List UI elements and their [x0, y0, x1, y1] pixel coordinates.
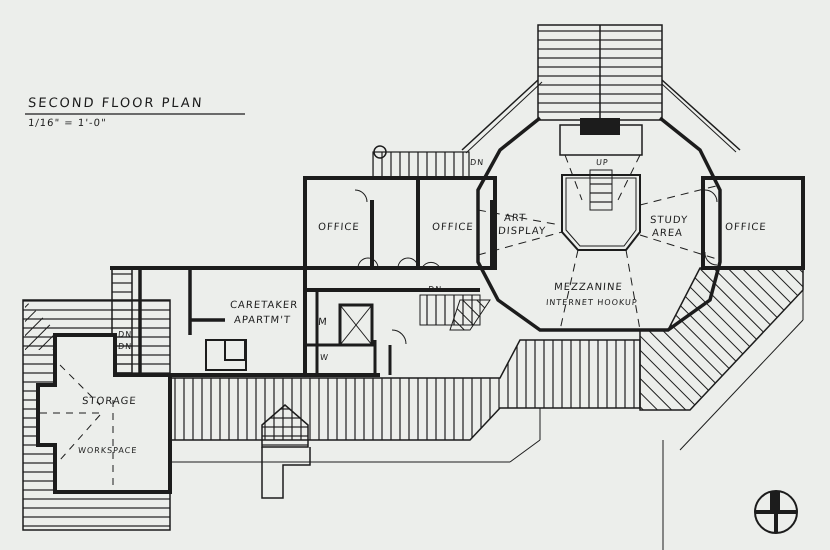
- room-label-study: STUDY: [649, 215, 689, 226]
- room-label-m: M: [317, 317, 329, 328]
- room-label-art: ART: [503, 213, 527, 224]
- room-label-workspace: WORKSPACE: [77, 446, 138, 455]
- room-label-internet: INTERNET HOOKUP: [545, 298, 638, 307]
- room-label-office-2: OFFICE: [431, 222, 475, 233]
- mid-stair: [419, 294, 491, 331]
- stair-up: UP: [595, 158, 610, 167]
- room-label-w: W: [319, 353, 330, 362]
- drawing-scale: 1/16" = 1'-0": [27, 118, 107, 129]
- north-roof: [461, 24, 741, 154]
- top-stair: [372, 145, 470, 178]
- stair-dn-top: DN: [469, 158, 485, 167]
- room-label-area: AREA: [651, 228, 684, 239]
- storage-wing: [22, 299, 172, 531]
- drawing-title: SECOND FLOOR PLAN: [27, 96, 205, 111]
- east-roof: [639, 267, 804, 550]
- south-roof: [169, 339, 641, 463]
- room-label-office-1: OFFICE: [317, 222, 361, 233]
- room-label-apartment: APARTM'T: [233, 315, 292, 326]
- room-label-mezzanine: MEZZANINE: [553, 282, 624, 293]
- dormer: [261, 404, 311, 499]
- octagon-hall: [476, 116, 722, 332]
- room-label-display: DISPLAY: [497, 226, 547, 237]
- room-label-caretaker: CARETAKER: [229, 300, 299, 311]
- stair-dn-mid: DN: [427, 285, 443, 294]
- stair-dn-left-1: DN: [117, 330, 133, 339]
- room-label-storage: STORAGE: [81, 396, 137, 407]
- office-block-walls: [303, 176, 497, 270]
- north-arrow-icon: [754, 490, 798, 534]
- stair-dn-left-2: DN: [117, 342, 133, 351]
- room-label-office-3: OFFICE: [724, 222, 768, 233]
